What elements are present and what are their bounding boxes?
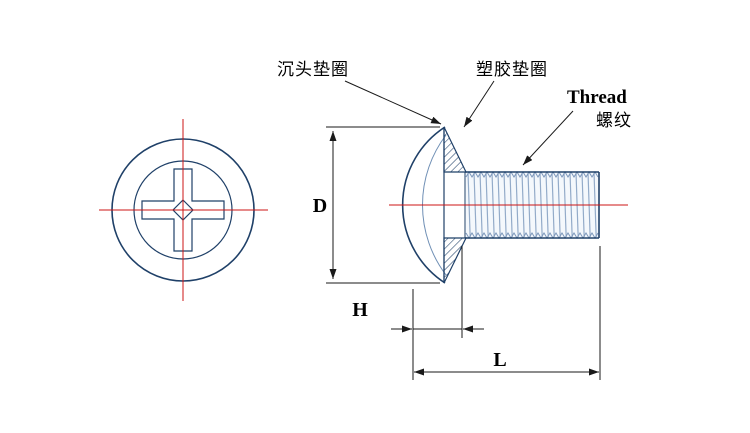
- top-view-centerlines: [99, 119, 268, 301]
- dimension-l-label: L: [493, 349, 506, 371]
- thread-leader: [522, 110, 574, 166]
- thread-crest-top: [465, 171, 599, 178]
- thread-crest-bottom: [465, 232, 599, 239]
- countersunk-washer-label: 沉头垫圈: [277, 60, 349, 80]
- thread-label-cn: 螺纹: [596, 111, 632, 131]
- callout-leaders: [344, 80, 574, 166]
- dimension-h-label: H: [352, 299, 368, 321]
- phillips-cross-outline: [141, 168, 225, 252]
- countersunk-washer-leader: [344, 80, 442, 125]
- plastic-washer-label: 塑胶垫圈: [476, 60, 548, 80]
- lower-washer-wedge-hatch: [443, 237, 467, 284]
- thread-label-en: Thread: [567, 87, 627, 108]
- plastic-washer-leader: [463, 80, 495, 128]
- upper-washer-wedge-hatch: [443, 126, 467, 173]
- dimension-lines: [326, 126, 601, 380]
- dimension-d-label: D: [313, 195, 327, 217]
